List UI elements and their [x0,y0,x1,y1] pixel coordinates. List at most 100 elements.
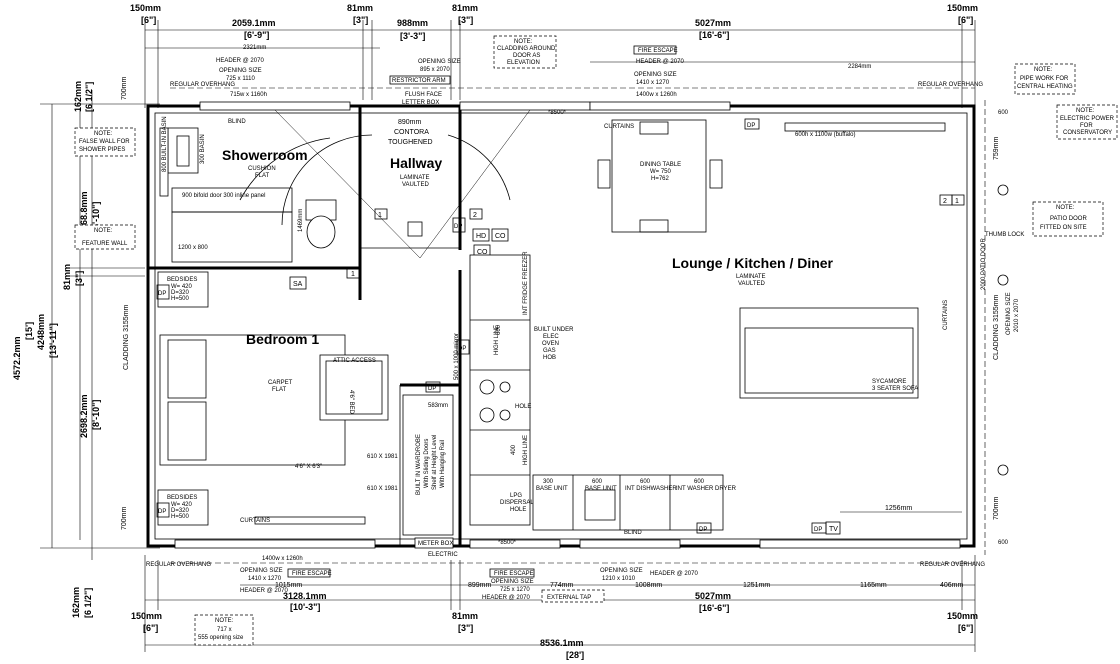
room-showerroom: Showerroom [222,147,308,163]
opening-bm-size: 725 x 1270 [500,587,530,593]
note-electric-head: NOTE: [1076,108,1095,114]
unit-600a: 600 [496,324,502,335]
dp-4: DP [454,224,462,230]
attic-label: ATTIC ACCESS [333,358,376,364]
unit-base-600: 600 [592,479,603,485]
dim-700-right: 700mm [993,496,1000,520]
dim-top-5027-imp: [16'-6"] [699,30,729,40]
flush-face-label: FLUSH FACE [405,92,442,98]
room-bedroom: Bedroom 1 [246,331,319,347]
door-opening-size: 895 x 2070 [420,67,450,73]
unit-300-label: BASE UNIT [536,486,568,492]
bedside-bottom-d: D=320 [171,508,190,514]
dim-899: 899mm [468,582,492,589]
interior-walls [148,106,462,546]
dim-2321: 2321mm [243,45,266,51]
opening-top-r-size: 1410 x 1270 [636,80,670,86]
hallway-ceiling: VAULTED [402,182,429,188]
dining-label: DINING TABLE [640,162,681,168]
wardrobe-label: BUILT IN WARDROBE [416,434,422,495]
dim-700-left-bottom: 700mm [121,506,128,530]
note-feature-head: NOTE: [94,228,113,234]
dim-left-162-bottom: 162mm [71,587,81,618]
bottom-windows [174,516,961,549]
unit-washer-600: 600 [694,479,705,485]
kitchen: INT FRIDGE FREEZER BUILT UNDER ELEC OVEN… [454,251,737,536]
bedside-bottom-w: W= 420 [171,502,193,508]
dim-top-81a: 81mm [347,3,373,13]
dim-774: 774mm [550,582,574,589]
dim-total: 8536.1mm [540,638,584,648]
dim-1008: 1008mm [635,582,662,589]
note-electric-l3: CONSERVATORY [1063,130,1112,136]
opening-bl-size: 1410 x 1270 [248,576,282,582]
blind-kitchen: BLIND [624,530,642,536]
note-717-head: NOTE: [215,618,234,624]
dim-left-2698: 2698.2mm [79,394,89,438]
dim-left-1468: 1468.8mm [79,191,89,235]
dim-total-imp: [28'] [566,650,584,660]
patio-door-label: 2000 PATIO DOOR [981,238,987,290]
opening-bl: OPENING SIZE [240,568,283,574]
dim-700-left-top: 700mm [121,76,128,100]
unit-400: 400 [511,444,517,455]
unit-dishwasher: INT DISHWASHER [625,486,677,492]
left-dimension-chain: 162mm [6 1/2"] 1468.8mm [4'-10"] 81mm [3… [12,81,160,618]
note-patio-l1: PATIO DOOR [1050,216,1087,222]
dim-top-2059: 2059.1mm [232,18,276,28]
dim-left-4572-imp: [15'] [24,322,34,340]
dim-top-81b-imp: [3"] [458,15,473,25]
lounge-ceiling: VAULTED [738,281,765,287]
header-bl: HEADER @ 2070 [240,588,288,594]
dim-bot-150-left: 150mm [131,611,162,621]
note-cladding-door: NOTE: CLADDING AROUND DOOR AS ELEVATION [493,35,557,69]
dim-left-162-top: 162mm [73,81,83,112]
note-patio-head: NOTE: [1056,205,1075,211]
dim-top-150-right-imp: [6"] [958,15,973,25]
shower-size-label: 1200 x 800 [178,245,208,251]
patio-opening-size: 2010 x 2070 [1014,298,1020,332]
meter-box: METER BOX [418,541,453,547]
note-717-l1: 717 x [217,627,232,633]
basin-label: 300 BASIN [200,134,206,164]
note-false-head: NOTE: [94,131,113,137]
note-false-l2: SHOWER PIPES [79,147,125,153]
note-pipework: NOTE: PIPE WORK FOR CENTRAL HEATING [1014,63,1076,95]
hole-label: HOLE [510,507,526,513]
dim-600-bot: 600 [998,540,1009,546]
dp-3: DP [158,509,166,515]
door-type: CONTORA [394,129,429,136]
mirror-label: 500 x 1000 mirror [454,333,460,380]
bed-size-a: 610 X 1981 [367,454,398,460]
cladding-left: CLADDING 3155mm [123,304,130,370]
win-top-r: 1400w x 1260h [636,92,677,98]
note-window-717: NOTE: 717 x 555 opening size [194,614,254,646]
dim-bot-5027: 5027mm [695,591,731,601]
dim-left-4248: 4248mm [36,314,46,350]
lpg-label: LPG [510,493,522,499]
marker-2a: 2 [943,198,947,205]
dim-2284: 2284mm [848,64,871,70]
sofa-type: 3 SEATER SOFA [872,386,918,392]
note-electric-l2: FOR [1080,123,1093,129]
dim-top-988: 988mm [397,18,428,28]
note-pipework-l1: PIPE WORK FOR [1020,76,1069,82]
note-patio: NOTE: PATIO DOOR FITTED ON SITE [1032,201,1104,237]
dining-table [611,119,707,233]
dim-1256: 1256mm [885,505,912,512]
dim-top-988-imp: [3'-3"] [400,31,425,41]
tv-label: TV [829,526,838,533]
electric-label: ELECTRIC [428,552,458,558]
note-pipework-l2: CENTRAL HEATING [1017,84,1073,90]
dim-759: 759mm [993,136,1000,160]
dim-top-81a-imp: [3"] [353,15,368,25]
hob-label-4: GAS [543,348,556,354]
curtains-bedroom: CURTAINS [240,518,270,524]
note-feature-wall: NOTE: FEATURE WALL [74,224,136,250]
top-dimension-chain: 150mm [6"] 2059.1mm [6'-9"] 2321mm 81mm … [130,3,978,108]
unit-dishwasher-600: 600 [640,479,651,485]
hob-label-2: ELEC [543,334,559,340]
lounge-floor: LAMINATE [736,274,766,280]
note-patio-l2: FITTED ON SITE [1040,225,1087,231]
